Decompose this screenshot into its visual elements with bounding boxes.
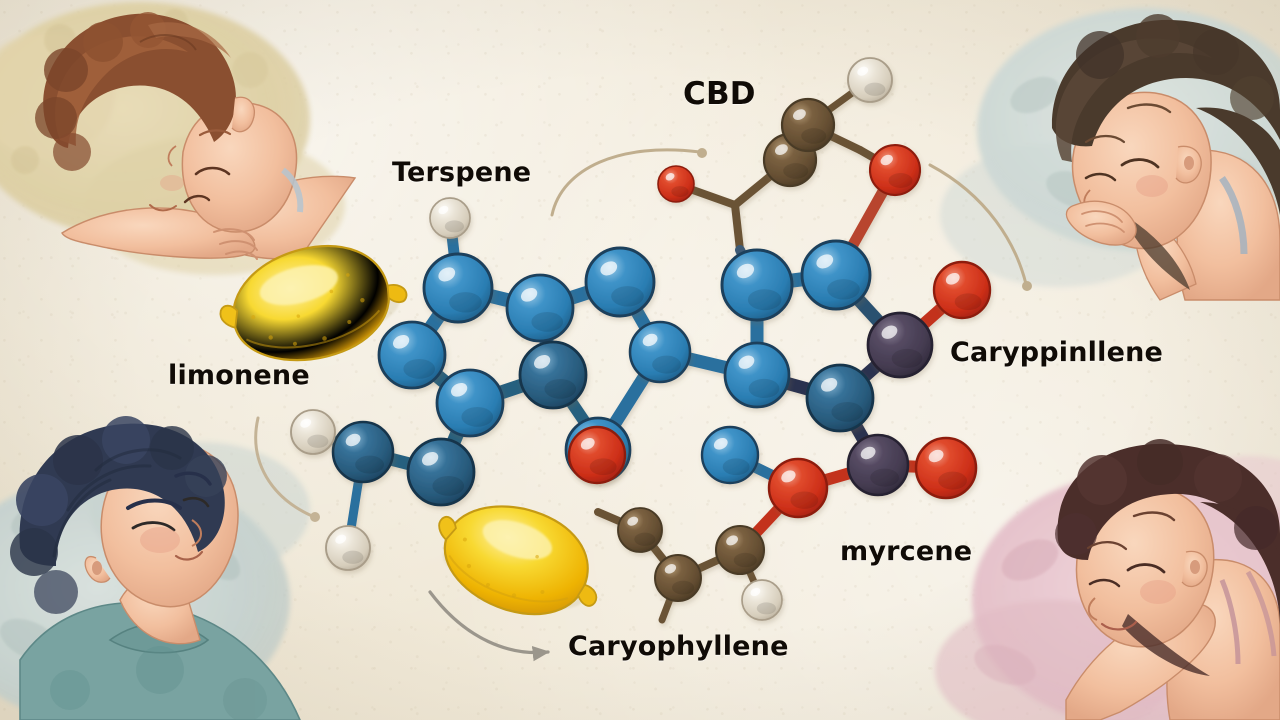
lemon-left	[219, 245, 408, 362]
atom-sphere	[654, 554, 702, 602]
atom-sphere	[435, 368, 505, 438]
atom-group	[290, 57, 992, 621]
label-myrcene: myrcene	[840, 536, 973, 567]
atom-sphere	[847, 57, 893, 103]
atom-sphere	[518, 340, 588, 410]
atom-sphere	[720, 248, 794, 322]
atom-sphere	[657, 165, 695, 203]
label-caryophyllene_bottom: Caryophyllene	[568, 631, 789, 662]
atom-sphere	[723, 341, 791, 409]
atom-sphere	[805, 363, 875, 433]
sleeper-bottom-right	[935, 439, 1280, 720]
sleeper-top-left	[0, 2, 357, 275]
sleeper-top-right	[940, 8, 1280, 301]
atom-sphere	[868, 143, 922, 197]
atom-sphere	[617, 507, 663, 553]
label-terpene: Terspene	[392, 157, 532, 188]
atom-sphere	[914, 436, 978, 500]
atom-sphere	[741, 579, 783, 621]
atom-sphere	[505, 273, 575, 343]
atom-sphere	[780, 97, 836, 153]
atom-sphere	[584, 246, 656, 318]
atom-sphere	[567, 425, 627, 485]
atom-sphere	[290, 409, 336, 455]
arrow-to-caryophyllene-bottom	[428, 590, 550, 662]
atom-sphere	[714, 524, 766, 576]
atom-sphere	[767, 457, 829, 519]
atom-sphere	[325, 525, 371, 571]
arrow-to-limonene	[254, 416, 320, 522]
label-limonene: limonene	[168, 360, 310, 391]
label-caryophyllene_right: Caryppinllene	[950, 337, 1164, 368]
atom-sphere	[422, 252, 494, 324]
atom-sphere	[377, 320, 447, 390]
atom-sphere	[406, 437, 476, 507]
atom-sphere	[846, 433, 910, 497]
arrow-to-cbd	[550, 148, 707, 217]
atom-sphere	[628, 320, 692, 384]
label-cbd: CBD	[683, 76, 756, 112]
atom-sphere	[700, 425, 760, 485]
atom-sphere	[800, 239, 872, 311]
atom-sphere	[932, 260, 992, 320]
sleeper-bottom-left	[0, 416, 310, 720]
atom-sphere	[429, 197, 471, 239]
atom-sphere	[866, 311, 934, 379]
atom-sphere	[331, 420, 395, 484]
lemon-bottom	[438, 505, 598, 616]
arrow-to-caryophyllene-right	[928, 163, 1032, 291]
